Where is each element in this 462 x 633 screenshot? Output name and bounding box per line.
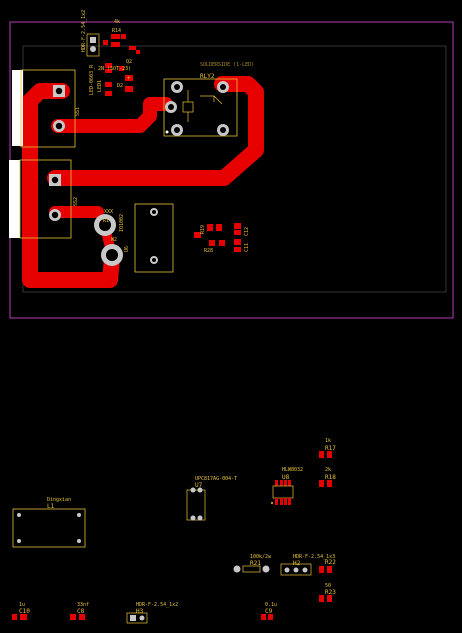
c8-value: 33nf <box>77 602 89 608</box>
r21-footprint <box>233 565 270 573</box>
u7-label: U7 <box>195 482 203 489</box>
ss2-outline <box>19 159 72 239</box>
c10-label: C10 <box>19 608 30 615</box>
r1-label: R1 <box>103 218 109 224</box>
w2-label: W2 <box>111 237 117 243</box>
smd-top-cluster <box>103 34 140 96</box>
h3-label: H3 <box>136 608 144 615</box>
r14-label: R14 <box>112 28 121 34</box>
relay-outline <box>163 78 238 137</box>
u8-footprint <box>271 480 294 505</box>
h2-label: H2 <box>293 560 301 567</box>
d2-label: D2 <box>117 83 123 89</box>
r21-label: R21 <box>250 560 261 567</box>
copper-traces <box>22 76 264 288</box>
ss1-outline <box>20 69 76 148</box>
svg-text:+: + <box>127 75 131 82</box>
led-pkg-label: LED-0603_R <box>89 64 95 95</box>
relay-pads <box>165 81 229 136</box>
c12-label: C12 <box>244 227 250 236</box>
relay-silk-symbol <box>165 90 223 134</box>
terminal-block-2 <box>9 160 20 238</box>
c8-label: C8 <box>77 608 85 615</box>
c9-value: 0.1u <box>265 602 277 608</box>
r1-value: XXX <box>104 209 113 215</box>
r14-value: 4k <box>114 19 120 25</box>
h2-footprint <box>280 563 312 576</box>
p1-header <box>86 33 100 57</box>
c10-value: 1u <box>19 602 25 608</box>
u7-footprint <box>186 487 206 521</box>
q2-package-label: 2N (SOT-23) <box>98 66 131 72</box>
r17-value: 1k <box>325 438 331 444</box>
r21-value: 100k/2w <box>250 554 272 560</box>
p1-value-label: HDR-F-2.54_1x2 <box>81 10 87 52</box>
q2-label: Q2 <box>126 59 132 65</box>
u6-outline <box>134 203 174 273</box>
ss2-label: SS2 <box>73 197 79 206</box>
l1-value: Dingxian <box>47 497 71 503</box>
l1-label: L1 <box>47 503 55 510</box>
screw-terminal-pads <box>49 85 65 221</box>
board-tiny-text: SOLDERSIDE (1-LED) <box>200 62 254 68</box>
r17-pad-a <box>319 451 324 458</box>
r18-value: 2k <box>325 467 331 473</box>
u8-label: U8 <box>282 474 290 481</box>
r23-value: 50 <box>325 583 331 589</box>
h3-value: HDR-F-2.54_1x2 <box>136 602 178 608</box>
rly2-label: RLY2 <box>200 73 215 80</box>
u6-value: IO1002 <box>119 214 125 232</box>
r28-label: R28 <box>204 248 213 254</box>
ss1-label: SS1 <box>75 107 81 116</box>
h3-footprint <box>126 612 148 624</box>
u8-value: HLW8032 <box>282 467 303 473</box>
r23-label: R23 <box>325 589 336 596</box>
h2-value: HDR-F-2.54_1x3 <box>293 554 335 560</box>
r18-label: R18 <box>325 474 336 481</box>
l1-footprint <box>12 508 86 548</box>
u6-label: U6 <box>124 246 130 252</box>
r19-label: R19 <box>200 225 206 234</box>
r22-label: R22 <box>325 559 336 566</box>
r17-label: R17 <box>325 445 336 452</box>
led1-label: LED1 <box>97 80 103 92</box>
smd-mid-cluster <box>194 223 241 252</box>
c11-label: C11 <box>244 243 250 252</box>
c9-label: C9 <box>265 608 273 615</box>
terminal-block-1 <box>12 70 23 146</box>
u7-value: UPC817AG-004-T <box>195 476 237 482</box>
r17-pad-b <box>327 451 332 458</box>
